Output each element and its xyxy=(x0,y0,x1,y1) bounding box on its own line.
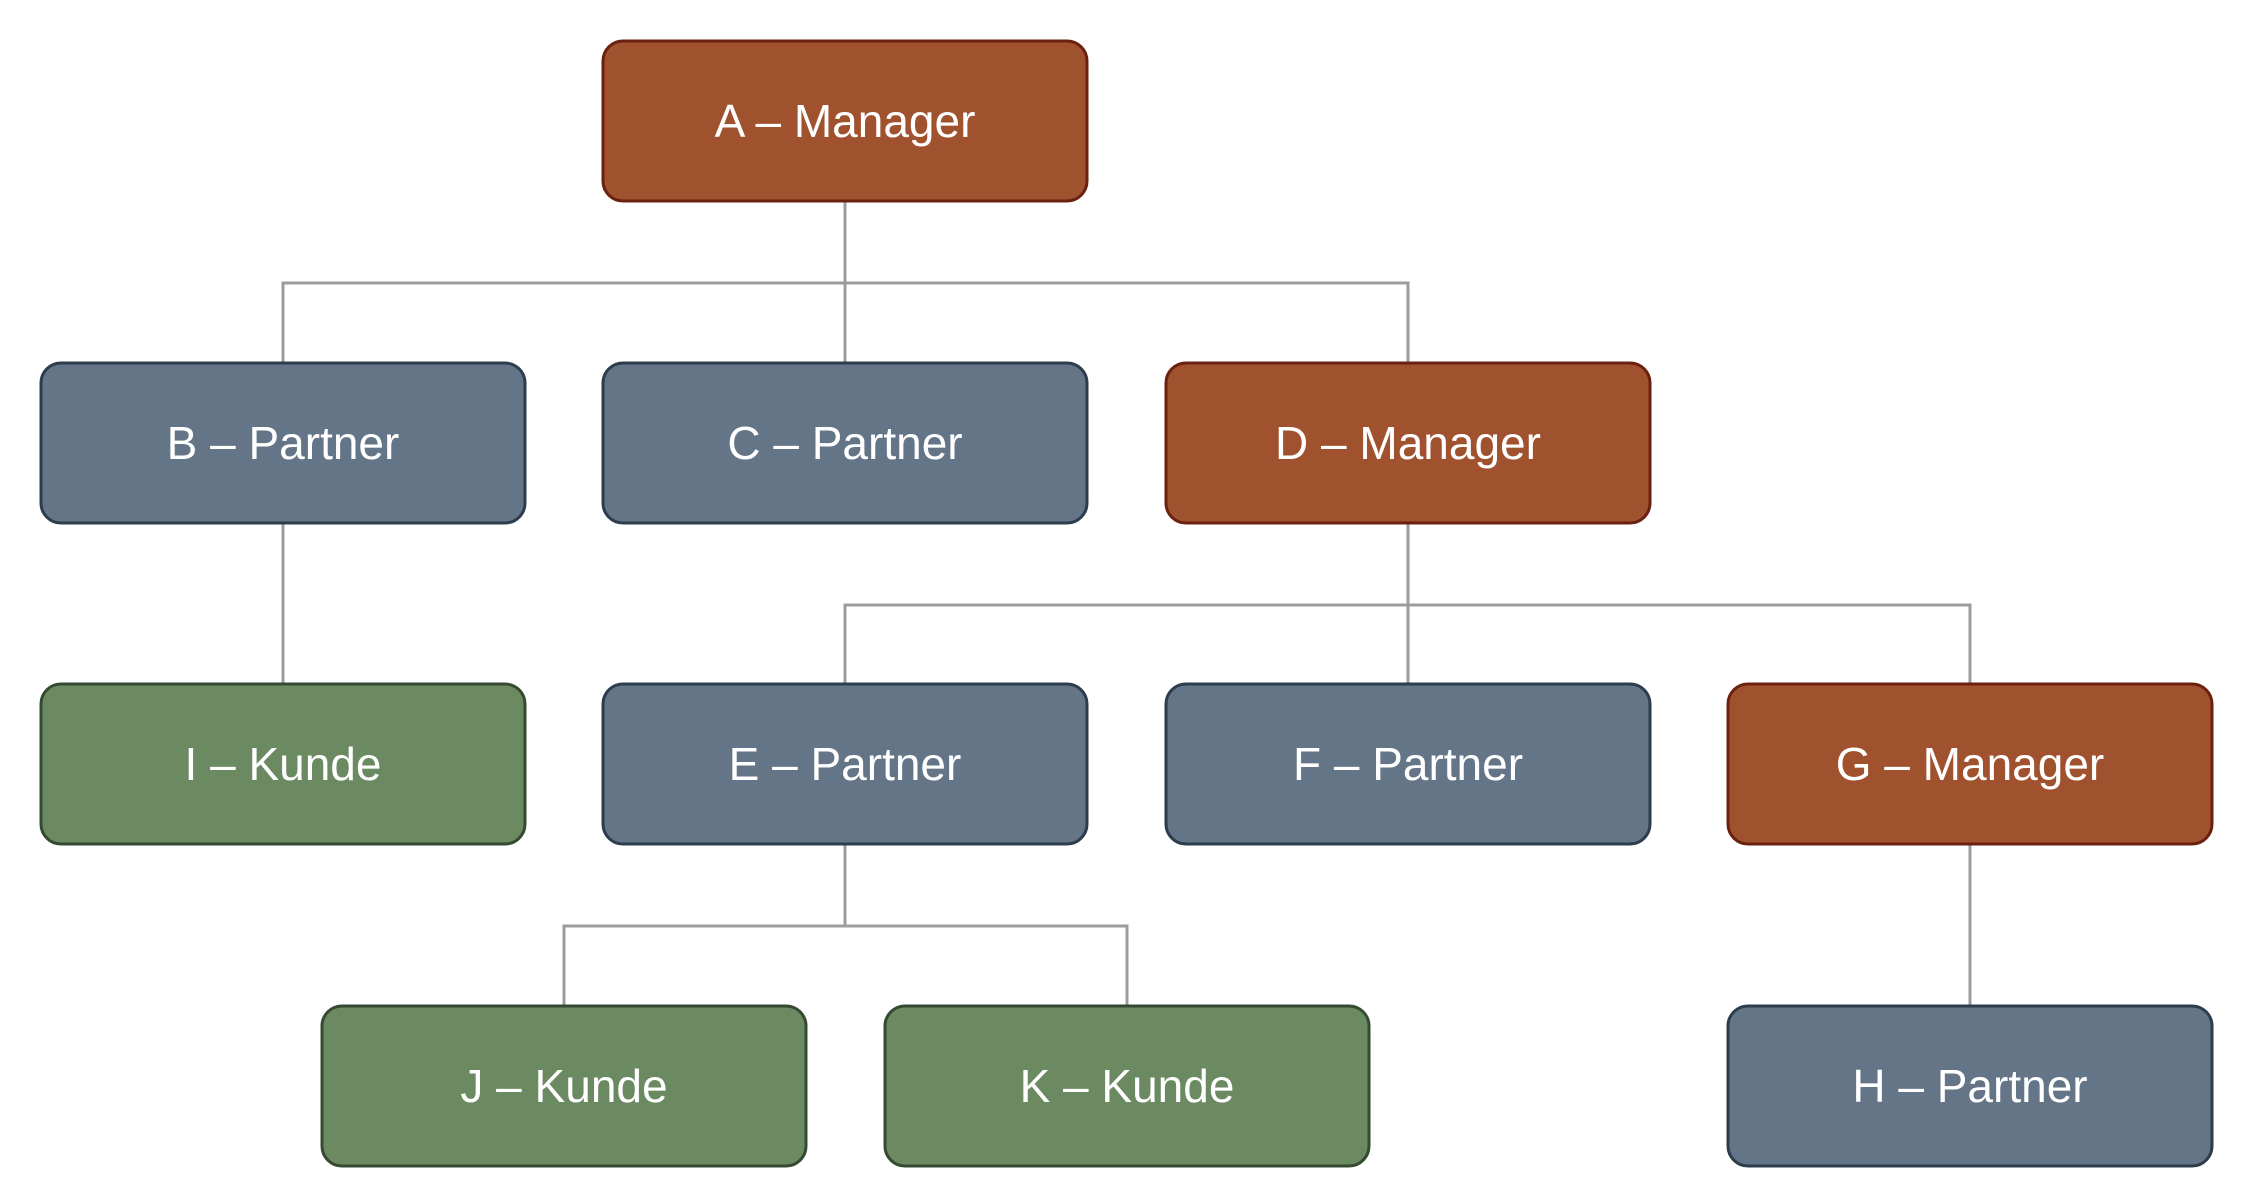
nodes: A – Manager B – Partner C – Partner D – Man… xyxy=(39,39,2214,1168)
node-label: H – Partner xyxy=(1852,1060,2087,1112)
node-box xyxy=(601,682,1089,846)
node-box xyxy=(39,361,527,525)
node-f-partner: F – Partner xyxy=(1164,682,1652,846)
node-box xyxy=(320,1004,808,1168)
node-box xyxy=(39,682,527,846)
node-g-manager: G – Manager xyxy=(1726,682,2214,846)
node-label: I – Kunde xyxy=(185,738,382,790)
node-label: J – Kunde xyxy=(460,1060,667,1112)
node-label: A – Manager xyxy=(715,95,976,147)
node-label: D – Manager xyxy=(1275,417,1541,469)
node-box xyxy=(1164,361,1652,525)
node-box xyxy=(601,361,1089,525)
node-box xyxy=(883,1004,1371,1168)
node-label: F – Partner xyxy=(1293,738,1523,790)
node-d-manager: D – Manager xyxy=(1164,361,1652,525)
node-label: G – Manager xyxy=(1836,738,2104,790)
node-box xyxy=(1726,682,2214,846)
node-a-manager: A – Manager xyxy=(601,39,1089,203)
node-box xyxy=(601,39,1089,203)
node-label: E – Partner xyxy=(729,738,962,790)
node-box xyxy=(1726,1004,2214,1168)
node-label: B – Partner xyxy=(167,417,400,469)
connectors xyxy=(281,199,1972,1008)
node-i-kunde: I – Kunde xyxy=(39,682,527,846)
node-k-kunde: K – Kunde xyxy=(883,1004,1371,1168)
node-c-partner: C – Partner xyxy=(601,361,1089,525)
node-label: K – Kunde xyxy=(1020,1060,1235,1112)
node-h-partner: H – Partner xyxy=(1726,1004,2214,1168)
node-box xyxy=(1164,682,1652,846)
node-b-partner: B – Partner xyxy=(39,361,527,525)
node-j-kunde: J – Kunde xyxy=(320,1004,808,1168)
node-label: C – Partner xyxy=(727,417,962,469)
node-e-partner: E – Partner xyxy=(601,682,1089,846)
